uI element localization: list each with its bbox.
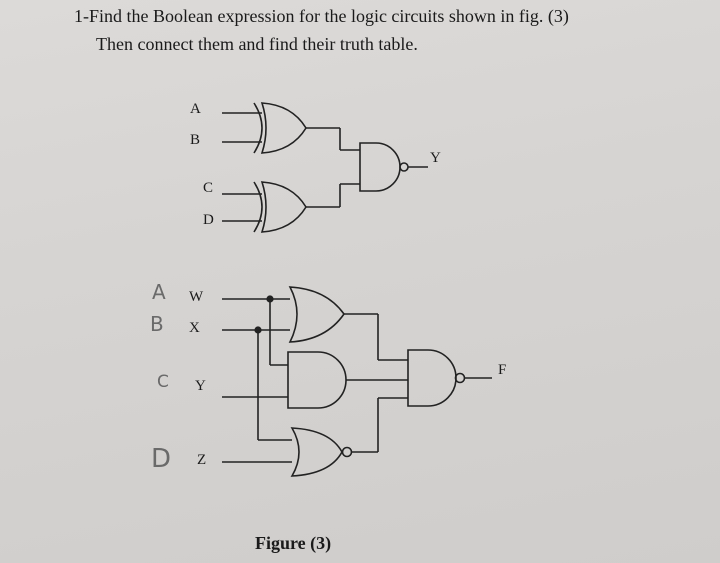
bottom-circuit bbox=[222, 286, 492, 477]
or-gate bbox=[288, 286, 345, 343]
question-line-1: 1-Find the Boolean expression for the lo… bbox=[74, 6, 569, 26]
nand-gate-bottom bbox=[407, 349, 466, 407]
input-label-b: B bbox=[190, 132, 201, 148]
input-label-c: C bbox=[203, 180, 214, 196]
handwritten-mark-c: C bbox=[157, 372, 169, 392]
and-gate bbox=[287, 351, 347, 409]
question-line-2: Then connect them and find their truth t… bbox=[96, 34, 418, 54]
input-label-x: X bbox=[189, 320, 200, 336]
junction-w bbox=[266, 295, 274, 303]
figure-caption: Figure (3) bbox=[255, 533, 332, 553]
input-label-z: Z bbox=[197, 452, 207, 468]
nand-gate-top bbox=[359, 142, 409, 192]
xor-gate-2 bbox=[253, 181, 307, 233]
input-label-w: W bbox=[189, 289, 204, 305]
input-label-d: D bbox=[203, 212, 214, 228]
nor-gate bbox=[290, 427, 353, 477]
handwritten-mark-a: A bbox=[152, 280, 166, 304]
xor-gate-1 bbox=[253, 102, 307, 154]
output-label-y: Y bbox=[430, 150, 441, 166]
input-label-y-bottom: Y bbox=[195, 378, 206, 394]
output-label-f: F bbox=[498, 362, 507, 378]
junction-x bbox=[254, 326, 262, 334]
handwritten-mark-b: B bbox=[150, 312, 164, 336]
input-label-a: A bbox=[190, 101, 201, 117]
top-circuit bbox=[222, 102, 428, 233]
handwritten-mark-d: D bbox=[151, 444, 172, 474]
